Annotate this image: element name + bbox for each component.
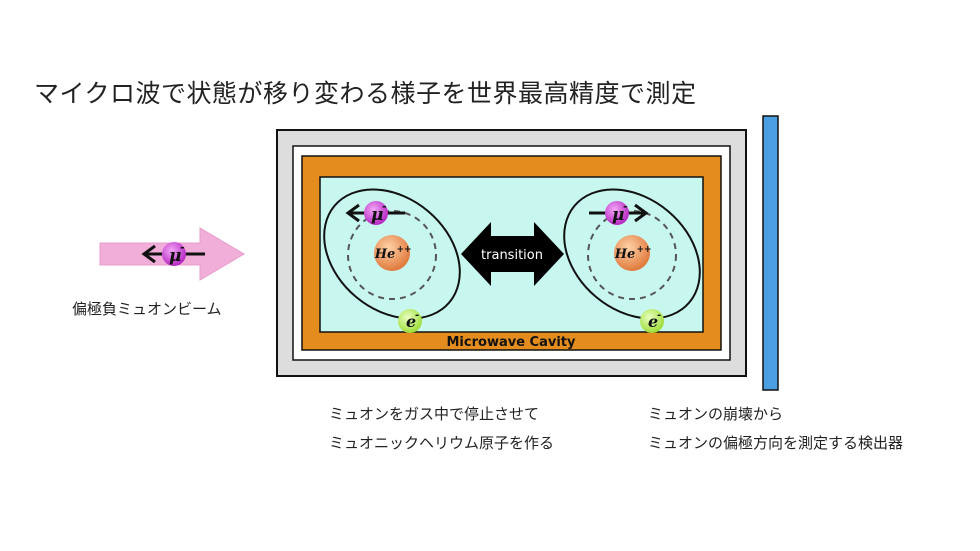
- helium-symbol-left: He: [374, 247, 396, 262]
- transition-label: transition: [481, 248, 543, 263]
- page-title: マイクロ波で状態が移り変わる様子を世界最高精度で測定: [34, 79, 697, 108]
- muon-particle-left: [364, 201, 388, 225]
- transition-arrow: transition: [461, 222, 564, 286]
- muon-orbit-left: [323, 188, 461, 320]
- caption-right-line2: ミュオンの偏極方向を測定する検出器: [648, 434, 904, 452]
- electron-symbol-left: e: [406, 312, 416, 331]
- beam-muon-symbol: μ: [169, 246, 181, 266]
- beam-muon-particle: [162, 242, 186, 266]
- electron-particle-left: [398, 309, 422, 333]
- helium-charge-right: ++: [636, 245, 651, 255]
- muon-spin-arrowhead-right: [634, 203, 649, 223]
- atom-left: He ++ μ - e -: [323, 188, 461, 333]
- caption-right-line1: ミュオンの崩壊から: [648, 405, 784, 423]
- muon-spin-arrowhead-left: [345, 203, 360, 223]
- cavity-label: Microwave Cavity: [447, 335, 576, 350]
- electron-orbit-left: [347, 210, 437, 300]
- muon-charge-left: -: [382, 200, 387, 213]
- helium-nucleus-left: [374, 235, 410, 271]
- beam-muon-spin-arrowhead: [141, 244, 156, 264]
- helium-nucleus-right: [614, 235, 650, 271]
- caption-left-line1: ミュオンをガス中で停止させて: [329, 405, 540, 423]
- muon-symbol-left: μ: [371, 205, 383, 225]
- electron-orbit-right: [587, 210, 677, 300]
- beam-muon-charge: -: [180, 241, 185, 254]
- muon-beam-arrow: μ -: [99, 227, 245, 281]
- electron-charge-right: -: [657, 310, 661, 321]
- muon-symbol-right: μ: [612, 205, 624, 225]
- electron-particle-right: [640, 309, 664, 333]
- muon-charge-right: -: [623, 200, 628, 213]
- muon-orbit-right: [563, 188, 701, 320]
- detector: [762, 115, 779, 391]
- atom-right: He ++ μ - e -: [563, 188, 701, 333]
- beam-label: 偏極負ミュオンビーム: [72, 300, 222, 318]
- helium-symbol-right: He: [614, 247, 636, 262]
- helium-charge-left: ++: [396, 245, 411, 255]
- caption-left-line2: ミュオニックヘリウム原子を作る: [329, 434, 555, 452]
- muon-particle-right: [605, 201, 629, 225]
- electron-charge-left: -: [415, 310, 419, 321]
- electron-symbol-right: e: [648, 312, 658, 331]
